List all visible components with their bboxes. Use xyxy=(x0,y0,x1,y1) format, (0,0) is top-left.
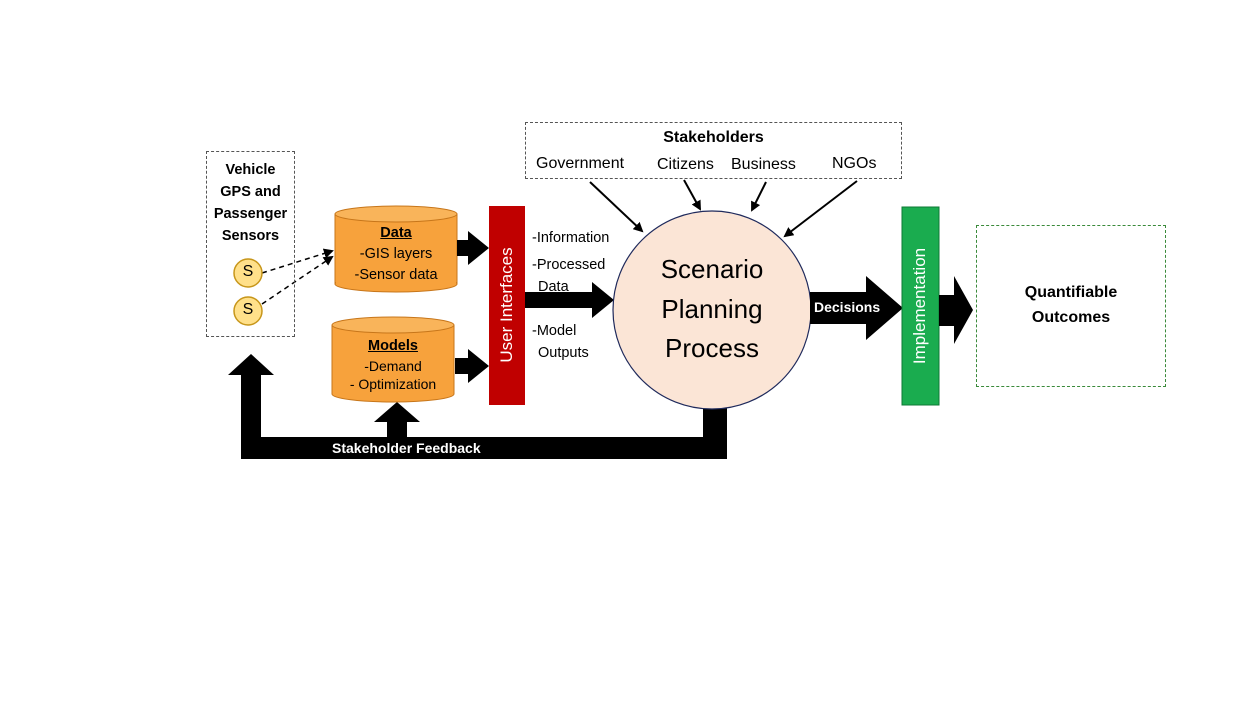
ui-to-process-arrow xyxy=(525,282,614,318)
sensors-title-line-1: Vehicle xyxy=(225,162,276,178)
stakeholder-business: Business xyxy=(731,156,796,173)
sensor-label-1: S xyxy=(242,263,254,280)
outcomes-line-1: Quantifiable xyxy=(1024,284,1118,301)
models-store-line-1: -Demand xyxy=(364,358,422,374)
models-store-line-2: - Optimization xyxy=(349,376,437,392)
implementation-label: Implementation xyxy=(910,247,929,365)
feedback-loop xyxy=(228,354,727,459)
user-interfaces-label: User Interfaces xyxy=(497,247,516,363)
feedback-arrowhead-sensors xyxy=(228,354,274,375)
sensor-circle-1 xyxy=(233,258,263,288)
flow-information: -Information xyxy=(532,230,610,246)
stakeholders-box xyxy=(525,122,902,179)
process-line-3: Process xyxy=(665,333,759,363)
sensors-title-line-3: Passenger xyxy=(213,206,288,222)
implementation-to-outcomes-arrow xyxy=(939,276,973,344)
outcomes-line-2: Outcomes xyxy=(1031,309,1111,326)
data-cylinder xyxy=(334,205,458,293)
models-cylinder xyxy=(331,316,455,403)
data-store-line-1: -GIS layers xyxy=(359,246,433,262)
sensors-title-line-4: Sensors xyxy=(221,228,280,244)
flow-model-2: Outputs xyxy=(538,345,589,361)
sensors-box xyxy=(206,151,295,337)
outcomes-box xyxy=(976,225,1166,387)
sensor-label-2: S xyxy=(242,301,254,318)
feedback-arrowhead-models xyxy=(374,402,420,422)
feedback-label: Stakeholder Feedback xyxy=(332,440,481,456)
stakeholder-arrows xyxy=(589,179,858,238)
stakeholder-citizens: Citizens xyxy=(657,156,714,173)
models-to-ui-arrow xyxy=(455,349,489,383)
stakeholders-title: Stakeholders xyxy=(663,129,764,146)
sensor-circle-2 xyxy=(233,296,263,326)
sensors-title-line-2: GPS and xyxy=(220,184,281,200)
stakeholder-ngos: NGOs xyxy=(832,155,877,172)
stakeholder-government: Government xyxy=(536,155,625,172)
decisions-arrow xyxy=(810,276,903,340)
process-line-1: Scenario xyxy=(660,254,764,284)
data-to-ui-arrow xyxy=(457,231,489,265)
flow-model-1: -Model xyxy=(532,323,577,339)
models-store-title: Models xyxy=(368,338,418,354)
user-interfaces-bar xyxy=(489,206,525,405)
sensor-arrows xyxy=(261,248,334,305)
data-store-title: Data xyxy=(380,225,412,241)
flow-processed-1: -Processed xyxy=(532,257,606,273)
flow-processed-2: Data xyxy=(538,279,569,295)
process-line-2: Planning xyxy=(661,294,763,324)
data-store-line-2: -Sensor data xyxy=(354,267,438,283)
decisions-label: Decisions xyxy=(814,299,881,315)
